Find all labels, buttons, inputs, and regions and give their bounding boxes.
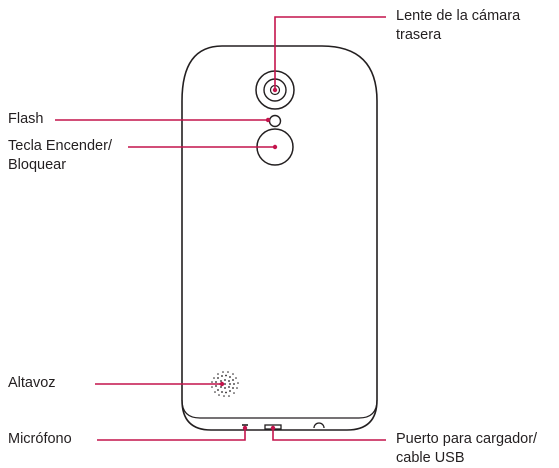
- speaker-grille: [211, 371, 239, 397]
- leader-rear-camera: [274, 16, 386, 90]
- label-rear-camera-line1: Lente de la cámara: [396, 8, 521, 24]
- label-rear-camera-line2: trasera: [396, 27, 442, 43]
- phone-bottom-edge: [181, 399, 378, 419]
- leader-microphone: [97, 428, 246, 441]
- label-speaker: Altavoz: [8, 375, 56, 391]
- leader-charger-port: [272, 428, 386, 441]
- label-charger-port: Puerto para cargador/ cable USB: [396, 430, 537, 468]
- label-charger-line2: cable USB: [396, 450, 465, 466]
- phone-body-outline: [181, 45, 378, 431]
- label-power-key-line1: Tecla Encender/: [8, 138, 112, 154]
- label-rear-camera-lens: Lente de la cámara trasera: [396, 7, 520, 45]
- headphone-jack: [313, 422, 325, 429]
- label-power-key-line2: Bloquear: [8, 157, 67, 173]
- leader-lines: [55, 16, 386, 441]
- flash-icon: [268, 114, 282, 128]
- label-charger-line1: Puerto para cargador/: [396, 431, 538, 447]
- label-flash: Flash: [8, 111, 44, 127]
- label-power-lock-key: Tecla Encender/ Bloquear: [8, 137, 112, 175]
- label-microphone: Micrófono: [8, 431, 72, 447]
